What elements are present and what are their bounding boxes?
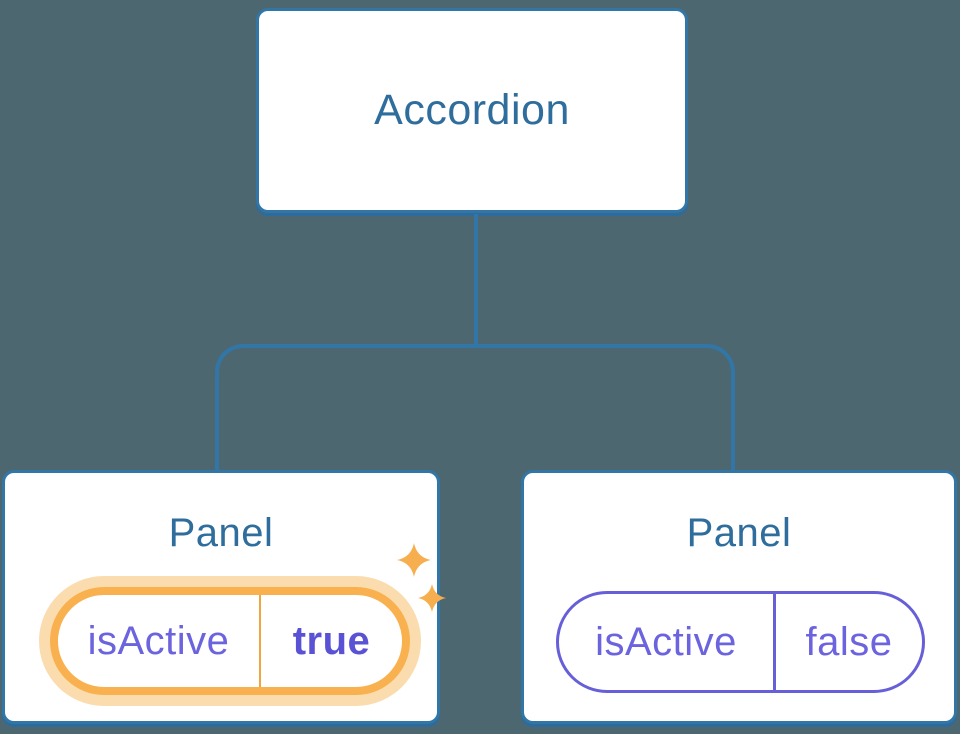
state-key-label: isActive <box>595 619 737 664</box>
panel-node-active: Panel isActive true <box>2 470 446 724</box>
panel-node-inactive: Panel isActive false <box>521 470 957 724</box>
pill-divider <box>259 595 261 687</box>
state-pill-inactive: isActive false <box>556 591 925 693</box>
state-value-label: true <box>292 618 371 663</box>
state-pill-active: isActive true <box>50 587 410 695</box>
accordion-node-label: Accordion <box>374 86 570 134</box>
pill-divider <box>773 594 776 690</box>
tree-connector-branch <box>215 344 735 470</box>
state-key-label: isActive <box>87 618 230 663</box>
tree-connector-stem <box>474 214 478 348</box>
panel-label: Panel <box>168 511 274 555</box>
accordion-node: Accordion <box>256 8 688 213</box>
panel-label: Panel <box>686 511 792 555</box>
state-value-label: false <box>805 619 893 664</box>
